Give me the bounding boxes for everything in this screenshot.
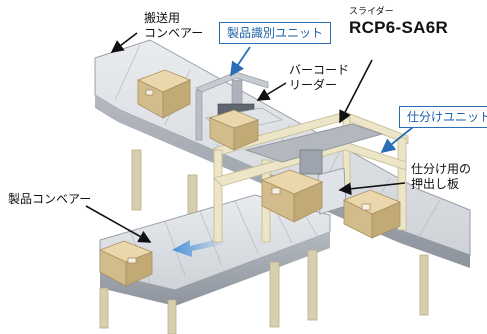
label-push-plate-line1: 仕分け用の (411, 162, 472, 176)
label-transport-conveyor-line2: コンベアー (144, 26, 204, 40)
box-lower-left (98, 240, 154, 287)
arrow-sorting-unit (380, 126, 414, 154)
box-at-reader (208, 109, 260, 151)
lower-legs (99, 249, 429, 334)
arrow-slider (339, 59, 373, 124)
box-right (343, 189, 402, 239)
label-barcode-reader-line2: リーダー (289, 78, 338, 92)
callout-product-id-unit: 製品識別ユニット (219, 22, 332, 44)
arrow-product-id-unit (229, 46, 251, 77)
callout-sorting-unit: 仕分けユニット (399, 106, 487, 128)
label-barcode-reader-line1: バーコード (289, 63, 350, 77)
box-center (260, 169, 324, 223)
label-transport-conveyor-line1: 搬送用 (144, 11, 181, 25)
callout-lines (229, 46, 414, 154)
label-product-conveyor: 製品コンベアー (8, 192, 91, 207)
boxes (98, 69, 402, 287)
label-sorting-unit: 仕分けユニット (407, 110, 487, 124)
label-barcode-reader: バーコード リーダー (289, 63, 349, 93)
label-push-plate: 仕分け用の 押出し板 (411, 162, 471, 192)
label-push-plate-line2: 押出し板 (411, 177, 460, 191)
arrow-push-plate (338, 182, 406, 196)
arrow-barcode-reader (256, 82, 287, 101)
label-slider: スライダー RCP6-SA6R (349, 7, 448, 37)
label-slider-caption: スライダー (349, 7, 394, 17)
slider-actuator (244, 123, 384, 163)
flow-direction-arrow (172, 238, 225, 257)
label-product-id-unit: 製品識別ユニット (227, 26, 324, 40)
label-product-conveyor-text: 製品コンベアー (8, 192, 92, 206)
box-upper-left (136, 69, 192, 119)
label-slider-model: RCP6-SA6R (349, 18, 449, 37)
arrow-transport-conveyor (110, 32, 138, 53)
arrow-product-conveyor (85, 205, 152, 243)
label-transport-conveyor: 搬送用 コンベアー (144, 11, 203, 41)
leader-lines (85, 32, 406, 243)
